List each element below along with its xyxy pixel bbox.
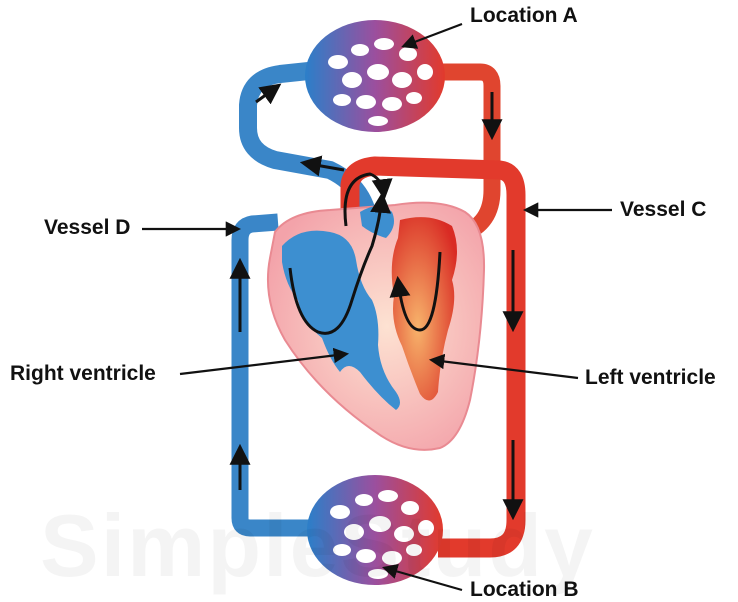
heart [268,203,484,450]
label-vessel-d: Vessel D [44,216,130,240]
label-location-a: Location A [470,4,578,28]
capillary-bed-top [305,20,445,132]
label-left-ventricle: Left ventricle [585,366,716,390]
label-vessel-c: Vessel C [620,198,706,222]
label-location-b: Location B [470,578,579,602]
label-right-ventricle: Right ventricle [10,362,156,386]
